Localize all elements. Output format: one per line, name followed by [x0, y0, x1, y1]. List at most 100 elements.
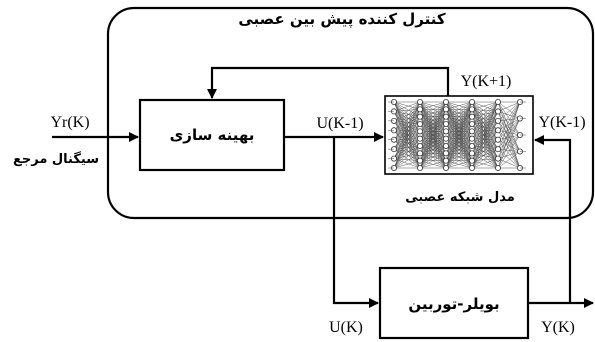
nn-edge: [393, 138, 421, 159]
nn-node: [416, 164, 423, 171]
nn-edge: [393, 138, 421, 150]
nn-edge: [471, 148, 499, 169]
nn-edge: [393, 138, 421, 169]
nn-edge: [497, 111, 521, 136]
nn-edge: [393, 148, 421, 169]
nn-edge: [393, 148, 421, 161]
plant-block: [378, 266, 530, 340]
nn-edge: [393, 116, 421, 159]
nn-edge: [393, 116, 421, 140]
nn-node: [442, 135, 449, 142]
nn-node: [468, 150, 475, 157]
nn-edge: [445, 101, 473, 117]
nn-edge: [419, 101, 447, 139]
nn-edge: [445, 101, 473, 139]
nn-edge: [445, 101, 473, 147]
nn-edge: [419, 160, 447, 169]
nn-node: [416, 142, 423, 149]
nn-node: [416, 121, 423, 128]
nn-node: [468, 128, 475, 135]
nn-edge: [497, 101, 521, 159]
nn-edge: [497, 118, 521, 131]
nn-edge: [393, 116, 421, 169]
nn-edge: [445, 145, 473, 169]
nn-node: [416, 157, 423, 164]
control-arrow: [332, 137, 379, 308]
nn-edge: [419, 123, 447, 169]
nn-edge: [419, 101, 447, 125]
nn-edge: [445, 101, 473, 110]
nn-edge: [393, 101, 421, 159]
nn-edge: [419, 101, 447, 110]
nn-node: [442, 128, 449, 135]
nn-edge: [497, 101, 521, 112]
nn-edge: [471, 109, 499, 131]
nn-edge: [471, 101, 499, 132]
nn-node: [416, 106, 423, 113]
plant-label: بویلر-توربین: [408, 295, 499, 313]
nn-edge: [419, 101, 447, 161]
nn-node: [468, 157, 475, 164]
nn-edge: [471, 111, 499, 169]
nn-edge: [497, 101, 521, 131]
nn-edge: [393, 131, 421, 159]
control-label: U(K): [329, 319, 363, 336]
nn-edge: [497, 134, 521, 150]
nn-node: [416, 113, 423, 120]
nn-node: [468, 113, 475, 120]
nn-edge: [471, 101, 499, 112]
nn-edge: [419, 101, 447, 132]
optimizer-label: بهینه سازی: [170, 126, 255, 144]
nn-edge: [419, 101, 447, 117]
nn-edge: [393, 109, 421, 140]
nn-edge: [471, 158, 499, 169]
nn-edge: [471, 101, 499, 122]
nn-edge: [497, 118, 521, 159]
nn-node: [442, 150, 449, 157]
nn-edge: [497, 134, 521, 159]
nn-edge: [497, 101, 521, 169]
nn-edge: [471, 101, 499, 161]
nn-edge: [393, 139, 421, 154]
nn-edge: [497, 101, 521, 140]
nn-edge: [471, 130, 499, 147]
nn-edge: [497, 101, 521, 136]
nn-edge: [393, 123, 421, 169]
nn-edge: [497, 118, 521, 150]
nn-edge: [393, 123, 421, 140]
nn-node: [442, 157, 449, 164]
neural-network-graphic: [388, 99, 526, 171]
nn-edge: [471, 111, 499, 147]
nn-edge: [471, 101, 499, 117]
nn-edge: [471, 120, 499, 161]
nn-node: [494, 108, 501, 115]
nn-edge: [393, 116, 421, 150]
nn-node: [494, 99, 501, 106]
nn-node: [468, 135, 475, 142]
reference-signal-label: Yr(K): [50, 114, 89, 131]
nn-edge: [497, 120, 521, 169]
nn-edge: [419, 109, 447, 169]
nn-edge: [393, 101, 421, 140]
nn-edge: [471, 130, 499, 154]
optimizer-block: [138, 98, 286, 172]
output-prev-arrow: [534, 135, 572, 303]
nn-edge: [471, 111, 499, 139]
nn-edge: [471, 101, 499, 125]
nn-edge: [471, 120, 499, 154]
nn-edge: [497, 120, 521, 136]
nn-edge: [497, 118, 521, 169]
nn-edge: [393, 101, 421, 150]
nn-node: [494, 117, 501, 124]
nn-edge: [471, 139, 499, 169]
nn-edge: [497, 111, 521, 152]
nn-edge: [471, 101, 499, 110]
nn-edge: [497, 134, 521, 169]
nn-edge: [471, 101, 499, 139]
nn-node: [468, 106, 475, 113]
nn-node: [442, 106, 449, 113]
nn-edge: [497, 130, 521, 136]
controller-title: کنترل کننده پیش بین عصبی: [238, 10, 446, 29]
output-prev-label: Y(K-1): [538, 114, 585, 131]
